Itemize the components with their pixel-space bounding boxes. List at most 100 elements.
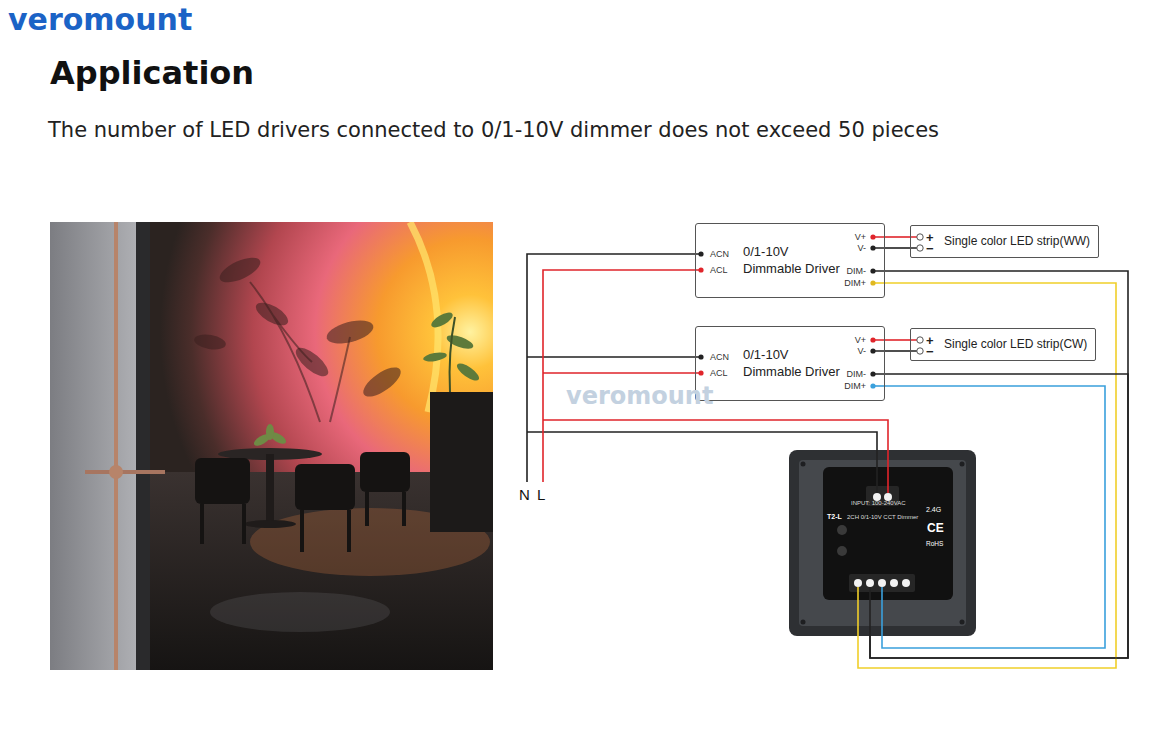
pin-dot xyxy=(698,251,703,256)
pin-name: V+ xyxy=(855,336,866,345)
photo-scene xyxy=(324,316,376,348)
mains-wire xyxy=(527,254,888,636)
photo-scene xyxy=(360,452,410,492)
photo-scene xyxy=(252,424,288,448)
pin-dot xyxy=(698,370,703,375)
wire xyxy=(870,271,1128,658)
photo-scene xyxy=(347,510,351,552)
strip-terminal xyxy=(917,234,923,240)
panel-print: 2CH 0/1-10V CCT Dimmer xyxy=(847,514,918,521)
led-strip-box: +−Single color LED strip(WW) xyxy=(910,225,1099,258)
photo-scene xyxy=(210,592,390,632)
pin-dot xyxy=(870,280,875,285)
dimmer-panel-art xyxy=(801,462,806,467)
dimmer-panel-art xyxy=(837,546,847,556)
dimmer-panel-art xyxy=(902,579,910,587)
pin-lead xyxy=(873,248,885,374)
strip-terminal xyxy=(917,337,923,343)
dimmer-panel-art xyxy=(801,620,806,625)
photo-scene xyxy=(365,492,369,526)
photo-scene xyxy=(50,222,145,670)
photo-scene xyxy=(244,520,296,528)
dimmer-panel: INPUT: 100-240VAC T2-L 2CH 0/1-10V CCT Dim… xyxy=(789,450,976,636)
wire xyxy=(885,247,910,249)
photo-scene xyxy=(193,253,405,402)
dimmer-panel-art xyxy=(866,579,874,587)
pin-dot xyxy=(698,267,703,272)
pin-lead xyxy=(873,237,917,386)
page-title: Application xyxy=(50,55,254,92)
wire xyxy=(858,283,1116,668)
dimmer-panel-art xyxy=(854,579,862,587)
pin-dot xyxy=(870,371,875,376)
pin-dot xyxy=(870,245,875,250)
room-photo xyxy=(50,222,493,670)
photo-scene xyxy=(109,465,123,479)
photo-scene xyxy=(295,464,355,510)
pin-dot xyxy=(870,348,875,353)
watermark: veromount xyxy=(566,383,713,411)
pin-dot xyxy=(870,383,875,388)
photo-scene xyxy=(195,458,250,504)
wire xyxy=(885,339,910,341)
dimmer-panel-art xyxy=(960,620,965,625)
photo-scene xyxy=(136,222,150,670)
photo-scene xyxy=(50,222,493,670)
photo-scene xyxy=(114,222,118,670)
polarity-sign: − xyxy=(926,345,934,358)
polarity-sign: − xyxy=(926,242,934,255)
pin-dot xyxy=(698,234,875,388)
panel-print: INPUT: 100-240VAC xyxy=(851,500,906,507)
pin-lead xyxy=(873,237,885,340)
pin-dot xyxy=(870,268,875,273)
strip-label: Single color LED strip(CW) xyxy=(944,338,1087,352)
photo-scene xyxy=(200,504,204,544)
mains-wire xyxy=(881,587,883,636)
dimmer-panel-art xyxy=(890,579,898,587)
panel-print: CE xyxy=(927,522,944,536)
wire xyxy=(885,350,910,352)
brand-logo: veromount xyxy=(8,3,192,38)
dimmer-panel-art xyxy=(873,493,881,501)
pin-name: ACN xyxy=(710,353,729,362)
photo-scene xyxy=(422,351,447,363)
photo-scene xyxy=(85,470,165,474)
photo-scene xyxy=(195,452,410,552)
pin-dot xyxy=(870,234,875,239)
pin-name: ACN xyxy=(710,250,729,259)
photo-scene xyxy=(300,510,304,552)
mains-wire xyxy=(857,587,859,636)
terminal-label: L xyxy=(537,486,545,503)
panel-print: T2-L xyxy=(827,513,842,521)
mains-wire xyxy=(869,587,871,636)
pin-name: ACL xyxy=(710,369,728,378)
photo-scene xyxy=(454,360,481,383)
photo-scene xyxy=(242,504,246,544)
mains-wire xyxy=(543,270,888,493)
dimmer-panel-art xyxy=(884,493,892,501)
dimmer-panel-art xyxy=(837,525,847,535)
wire xyxy=(885,236,910,238)
photo-scene xyxy=(359,362,405,402)
pin-name: DIM- xyxy=(847,370,867,379)
photo-scene xyxy=(422,310,481,384)
panel-print: RoHS xyxy=(926,540,943,547)
pin-name: DIM+ xyxy=(844,279,866,288)
photo-scene xyxy=(429,310,455,331)
led-strip-box: +−Single color LED strip(CW) xyxy=(910,328,1096,361)
strip-terminal xyxy=(917,245,923,251)
pin-name: V- xyxy=(857,244,866,253)
page-subtitle: The number of LED drivers connected to 0… xyxy=(48,118,939,142)
photo-scene xyxy=(193,332,227,351)
photo-scene xyxy=(250,282,350,422)
pin-dot xyxy=(870,337,875,342)
panel-print: 2.4G xyxy=(926,506,941,514)
strip-label: Single color LED strip(WW) xyxy=(944,235,1090,249)
photo-scene xyxy=(216,253,263,288)
photo-scene xyxy=(430,392,493,532)
strip-terminal xyxy=(917,234,923,354)
driver-label: Dimmable Driver xyxy=(743,365,840,380)
strip-terminal xyxy=(917,348,923,354)
